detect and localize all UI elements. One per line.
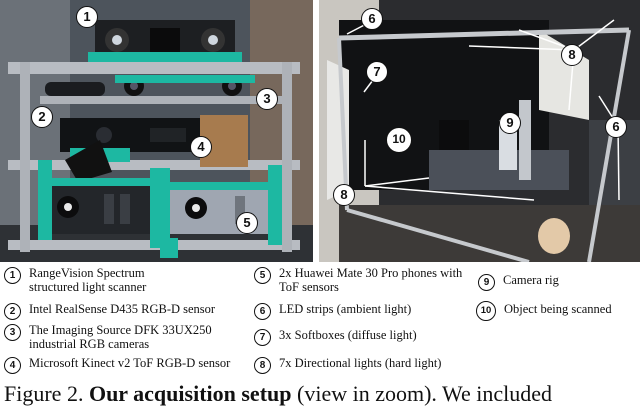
legend-number: 10 — [476, 301, 496, 321]
legend-item-2: 2 Intel RealSense D435 RGB-D sensor — [4, 302, 244, 320]
callout-8b: 8 — [333, 184, 355, 206]
legend-text: Object being scanned — [504, 302, 612, 316]
legend-item-6: 6 LED strips (ambient light) — [254, 302, 469, 320]
legend-number: 3 — [4, 324, 21, 341]
callout-10: 10 — [386, 127, 412, 153]
legend-text: The Imaging Source DFK 33UX250 industria… — [29, 323, 212, 351]
caption-prefix: Figure 2. — [4, 381, 84, 406]
callout-6b: 6 — [605, 116, 627, 138]
legend-number: 4 — [4, 357, 21, 374]
legend-number: 6 — [254, 303, 271, 320]
caption-rest: (view in zoom). We included — [297, 381, 553, 406]
legend-item-1: 1 RangeVision Spectrum structured light … — [4, 266, 244, 294]
legend-text: Camera rig — [503, 273, 559, 287]
callout-7: 7 — [366, 61, 388, 83]
legend-item-4: 4 Microsoft Kinect v2 ToF RGB-D sensor — [4, 356, 264, 374]
legend-number: 5 — [254, 267, 271, 284]
callout-8: 8 — [561, 44, 583, 66]
rig-photo-drawing — [0, 0, 313, 262]
legend-item-3: 3 The Imaging Source DFK 33UX250 industr… — [4, 323, 244, 351]
legend-item-7: 7 3x Softboxes (diffuse light) — [254, 328, 469, 346]
legend-number: 1 — [4, 267, 21, 284]
legend-item-5: 5 2x Huawei Mate 30 Pro phones with ToF … — [254, 266, 469, 294]
caption-bold: Our acquisition setup — [88, 381, 292, 406]
legend-text: Intel RealSense D435 RGB-D sensor — [29, 302, 216, 316]
legend: 1 RangeVision Spectrum structured light … — [0, 266, 640, 374]
legend-text: 2x Huawei Mate 30 Pro phones with ToF se… — [279, 266, 463, 294]
legend-item-8: 8 7x Directional lights (hard light) — [254, 356, 469, 374]
callout-5: 5 — [236, 212, 258, 234]
legend-item-10: 10 Object being scanned — [476, 300, 638, 321]
callout-9: 9 — [499, 112, 521, 134]
legend-text: RangeVision Spectrum structured light sc… — [29, 266, 147, 294]
legend-number: 9 — [478, 274, 495, 291]
legend-text: LED strips (ambient light) — [279, 302, 412, 316]
legend-number: 2 — [4, 303, 21, 320]
studio-photo-drawing — [319, 0, 640, 262]
callout-3: 3 — [256, 88, 278, 110]
legend-item-9: 9 Camera rig — [478, 273, 638, 291]
callout-2: 2 — [31, 106, 53, 128]
legend-text: Microsoft Kinect v2 ToF RGB-D sensor — [29, 356, 231, 370]
legend-number: 7 — [254, 329, 271, 346]
figure-caption: Figure 2. Our acquisition setup (view in… — [4, 381, 640, 407]
legend-number: 8 — [254, 357, 271, 374]
legend-text: 3x Softboxes (diffuse light) — [279, 328, 417, 342]
callout-1: 1 — [76, 6, 98, 28]
rig-photo: 1 2 3 4 5 — [0, 0, 313, 262]
callout-4: 4 — [190, 136, 212, 158]
studio-photo: 6 7 8 9 10 6 8 — [319, 0, 640, 262]
callout-6: 6 — [361, 8, 383, 30]
legend-text: 7x Directional lights (hard light) — [279, 356, 442, 370]
